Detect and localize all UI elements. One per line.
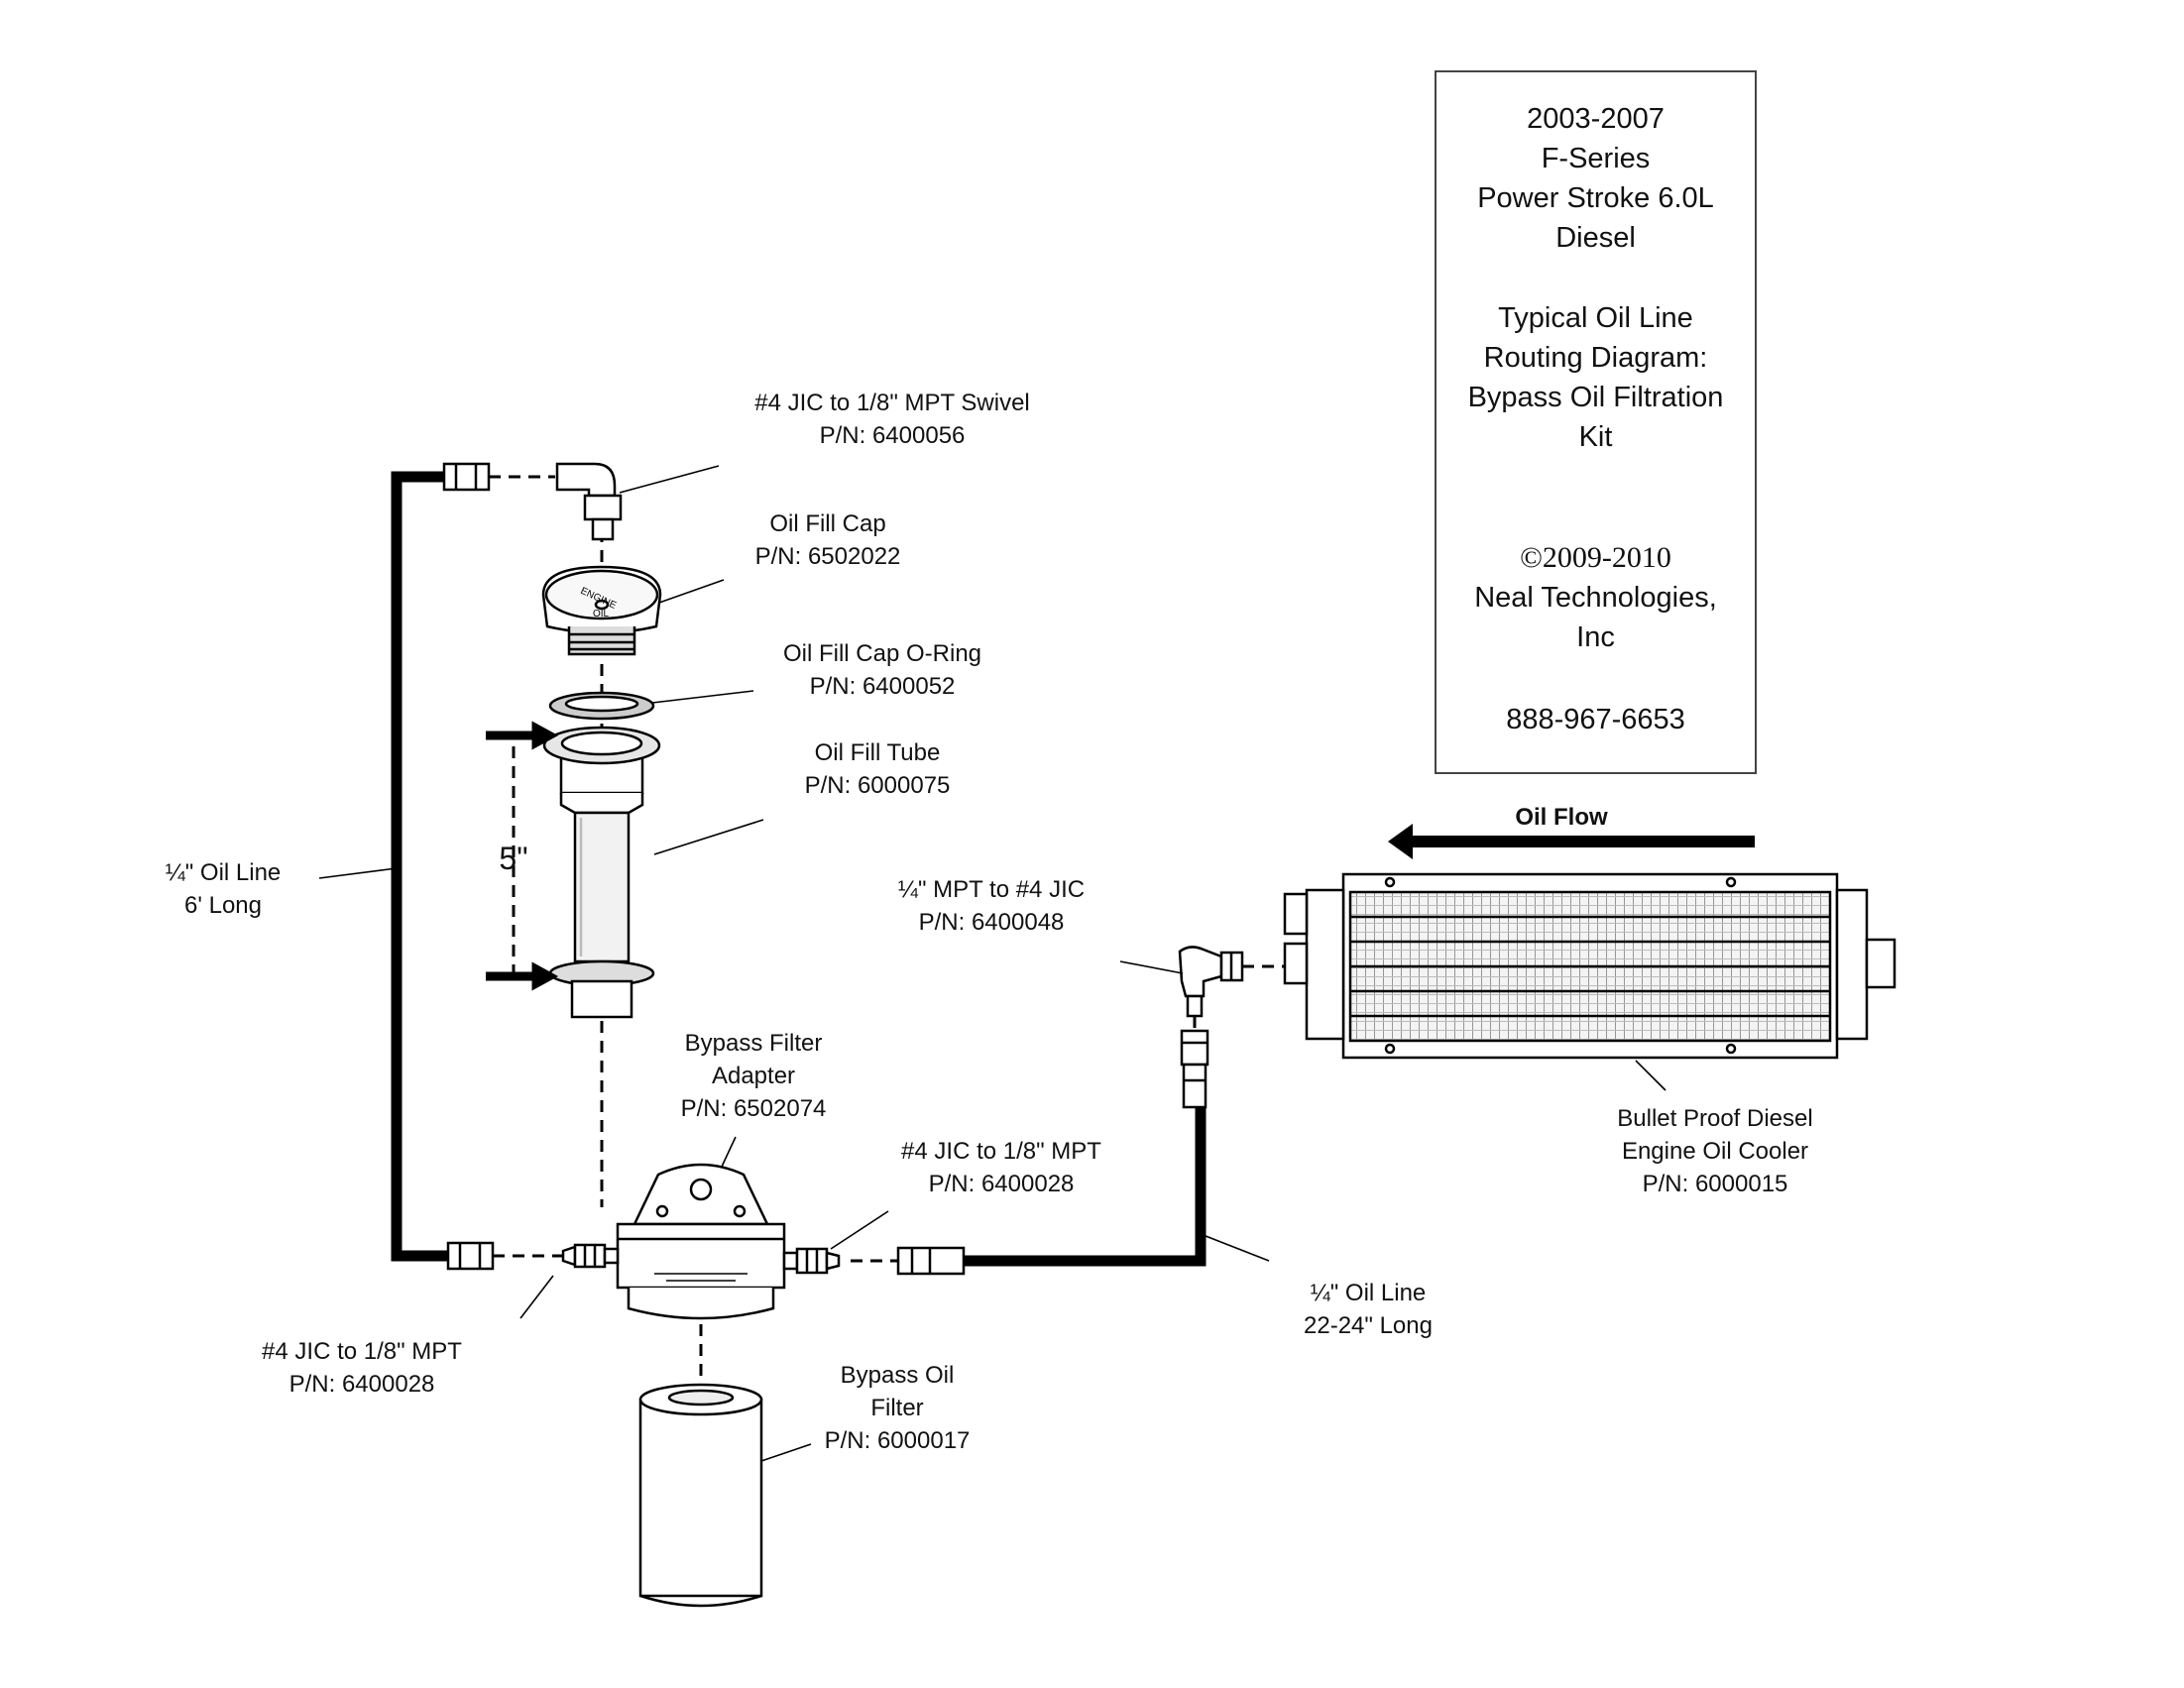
label-line: ¼" Oil Line bbox=[1310, 1280, 1427, 1306]
label-filter-adapter: Bypass Filter Adapter P/N: 6502074 bbox=[654, 1027, 853, 1125]
label-line: P/N: 6000017 bbox=[824, 1427, 971, 1454]
label-line: Oil Fill Cap O-Ring bbox=[782, 640, 982, 667]
mpt-jic-elbow bbox=[1178, 946, 1244, 1109]
label-line: 6' Long bbox=[184, 892, 262, 919]
bypass-oil-filter bbox=[638, 1383, 763, 1608]
company-name: Neal Technologies, Inc bbox=[1435, 578, 1757, 657]
label-line: ¼" Oil Line bbox=[165, 859, 282, 886]
label-swivel: #4 JIC to 1/8" MPT Swivel P/N: 6400056 bbox=[714, 387, 1071, 452]
label-line: Oil Fill Cap bbox=[769, 510, 886, 537]
oil-fill-cap bbox=[541, 565, 662, 656]
label-line: #4 JIC to 1/8" MPT Swivel bbox=[754, 390, 1030, 416]
swivel-fitting bbox=[442, 462, 623, 541]
oil-flow-arrow bbox=[1388, 824, 1755, 859]
label-line: #4 JIC to 1/8" MPT bbox=[262, 1338, 462, 1365]
label-oil-fill-tube: Oil Fill Tube P/N: 6000075 bbox=[763, 736, 991, 802]
label-line: P/N: 6400028 bbox=[928, 1171, 1075, 1197]
label-oil-fill-cap: Oil Fill Cap P/N: 6502022 bbox=[719, 507, 937, 573]
label-line: Adapter bbox=[711, 1063, 796, 1089]
vehicle-line: Power Stroke 6.0L bbox=[1477, 182, 1714, 214]
label-mpt-jic: ¼" MPT to #4 JIC P/N: 6400048 bbox=[862, 873, 1120, 939]
dimension-5in bbox=[486, 721, 559, 991]
label-line: P/N: 6400028 bbox=[288, 1371, 435, 1398]
label-line: Filter bbox=[870, 1395, 924, 1421]
vehicle-line: Diesel bbox=[1555, 222, 1636, 254]
oil-fill-cap-oring bbox=[548, 691, 655, 721]
label-jic-left: #4 JIC to 1/8" MPT P/N: 6400028 bbox=[233, 1335, 491, 1401]
jic-fitting-right bbox=[782, 1246, 966, 1276]
label-line: Bypass Filter bbox=[684, 1030, 823, 1057]
label-line: P/N: 6000015 bbox=[1642, 1171, 1788, 1197]
vehicle-line: F-Series bbox=[1541, 143, 1651, 174]
label-line: 22-24" Long bbox=[1304, 1312, 1433, 1339]
label-line: P/N: 6400052 bbox=[809, 673, 956, 700]
oil-flow-label: Oil Flow bbox=[1515, 804, 1608, 831]
oil-line-long bbox=[391, 471, 448, 1262]
label-line: P/N: 6502022 bbox=[754, 543, 901, 570]
label-jic-right: #4 JIC to 1/8" MPT P/N: 6400028 bbox=[872, 1135, 1130, 1200]
dimension-label: 5" bbox=[499, 841, 528, 876]
label-line: Bullet Proof Diesel bbox=[1617, 1105, 1813, 1132]
vehicle-text: 2003-2007 F-Series Power Stroke 6.0L Die… bbox=[1435, 99, 1757, 258]
phone-number: 888-967-6653 bbox=[1506, 704, 1685, 735]
label-line: P/N: 6400056 bbox=[819, 422, 966, 449]
bypass-filter-adapter bbox=[616, 1163, 786, 1320]
svg-text:OIL: OIL bbox=[593, 609, 610, 619]
label-bypass-filter: Bypass Oil Filter P/N: 6000017 bbox=[793, 1359, 1001, 1457]
label-line: P/N: 6400048 bbox=[918, 909, 1065, 936]
oil-fill-tube bbox=[542, 726, 661, 1019]
label-line: ¼" MPT to #4 JIC bbox=[897, 876, 1086, 903]
label-line: Engine Oil Cooler bbox=[1621, 1138, 1809, 1165]
diagram-title-line: Bypass Oil Filtration bbox=[1467, 382, 1724, 413]
label-line: Oil Fill Tube bbox=[814, 739, 941, 766]
label-oring: Oil Fill Cap O-Ring P/N: 6400052 bbox=[753, 637, 1011, 703]
label-line: #4 JIC to 1/8" MPT bbox=[901, 1138, 1101, 1165]
diagram-title-line: Kit bbox=[1578, 421, 1613, 453]
copyright: ©2009-2010 bbox=[1520, 541, 1671, 574]
label-line: Bypass Oil bbox=[840, 1362, 955, 1389]
label-line: P/N: 6000075 bbox=[804, 772, 951, 799]
vehicle-line: 2003-2007 bbox=[1527, 103, 1665, 135]
label-oil-line-long: ¼" Oil Line 6' Long bbox=[129, 856, 317, 922]
label-line: P/N: 6502074 bbox=[680, 1095, 827, 1122]
company-line: Neal Technologies, bbox=[1474, 582, 1717, 614]
engine-oil-cooler bbox=[1283, 872, 1897, 1060]
label-oil-line-short: ¼" Oil Line 22-24" Long bbox=[1274, 1277, 1462, 1342]
diagram-title-line: Routing Diagram: bbox=[1483, 342, 1708, 374]
oil-line-short bbox=[964, 1107, 1207, 1267]
title-box bbox=[1435, 70, 1757, 774]
leader-lines bbox=[318, 465, 1667, 1462]
label-oil-cooler: Bullet Proof Diesel Engine Oil Cooler P/… bbox=[1586, 1102, 1844, 1200]
jic-fitting-left bbox=[446, 1241, 620, 1271]
diagram-title-line: Typical Oil Line bbox=[1498, 302, 1693, 334]
diagram-title: Typical Oil Line Routing Diagram: Bypass… bbox=[1435, 298, 1757, 457]
company-line: Inc bbox=[1576, 621, 1615, 653]
